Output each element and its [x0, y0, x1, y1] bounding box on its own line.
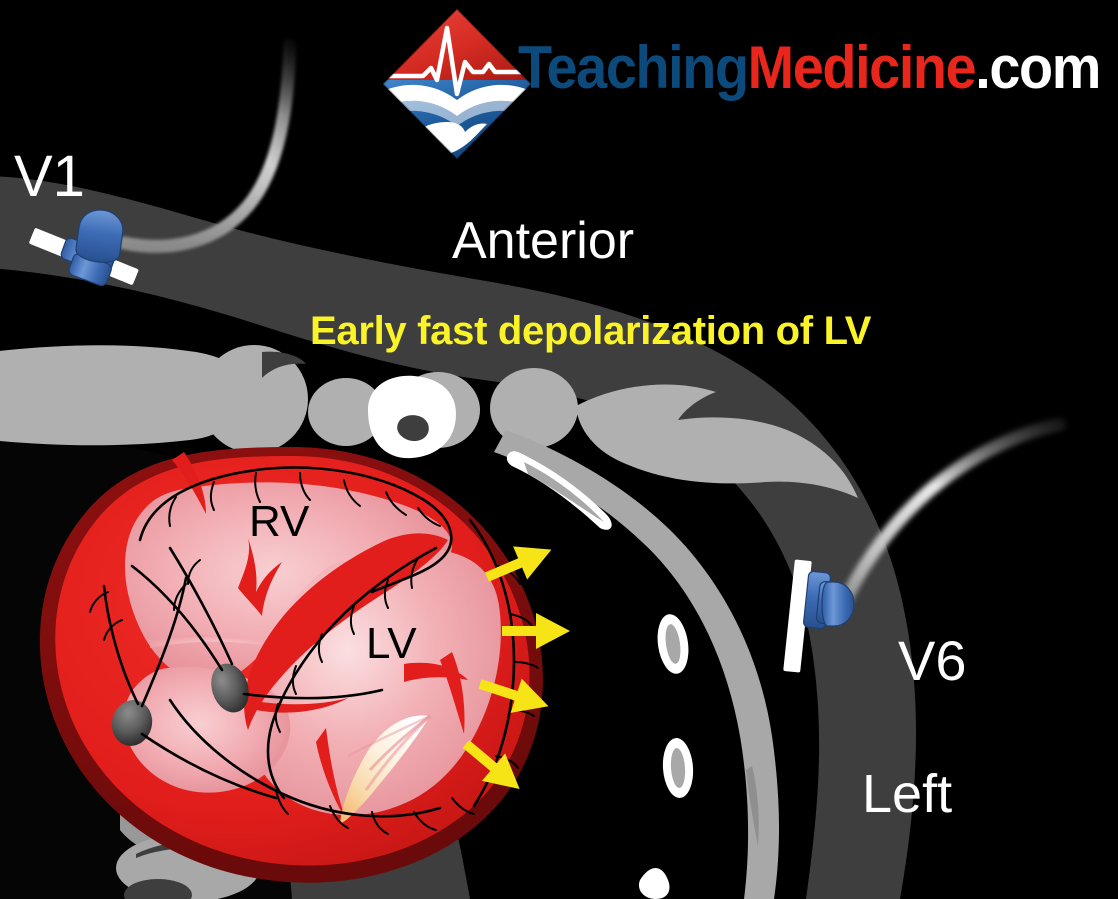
v6-electrode-pad	[783, 559, 812, 673]
electrode-v6[interactable]	[783, 417, 1067, 673]
electrode-v1[interactable]	[29, 37, 297, 287]
v6-snap-dome	[821, 581, 855, 627]
purkinje-fiber-network	[89, 466, 539, 835]
brand-part-teaching: Teaching	[518, 34, 749, 101]
brand-wordmark[interactable]: TeachingMedicine.com	[518, 38, 1101, 98]
label-anterior: Anterior	[452, 212, 635, 270]
label-rv: RV	[249, 497, 310, 546]
open-book-icon	[383, 84, 531, 116]
v6-lead-wire	[835, 417, 1067, 615]
lateral-rib-band	[494, 430, 779, 899]
ecg-trace-icon	[386, 25, 528, 97]
mitral-valve-chordae	[340, 714, 432, 824]
heart-cross-section	[39, 447, 543, 883]
brand-part-dotcom: .com	[975, 34, 1101, 101]
caption-early-fast-depolarization: Early fast depolarization of LV	[310, 309, 872, 353]
label-v6: V6	[898, 629, 967, 692]
label-lv: LV	[366, 619, 417, 668]
v1-lead-wire	[117, 37, 297, 253]
v1-snap-dome	[75, 209, 124, 263]
label-left: Left	[862, 764, 953, 824]
depolarization-arrows	[462, 546, 570, 789]
brand-part-medicine: Medicine	[747, 34, 977, 101]
label-v1: V1	[14, 144, 85, 209]
anterior-bony-structures	[0, 345, 858, 498]
